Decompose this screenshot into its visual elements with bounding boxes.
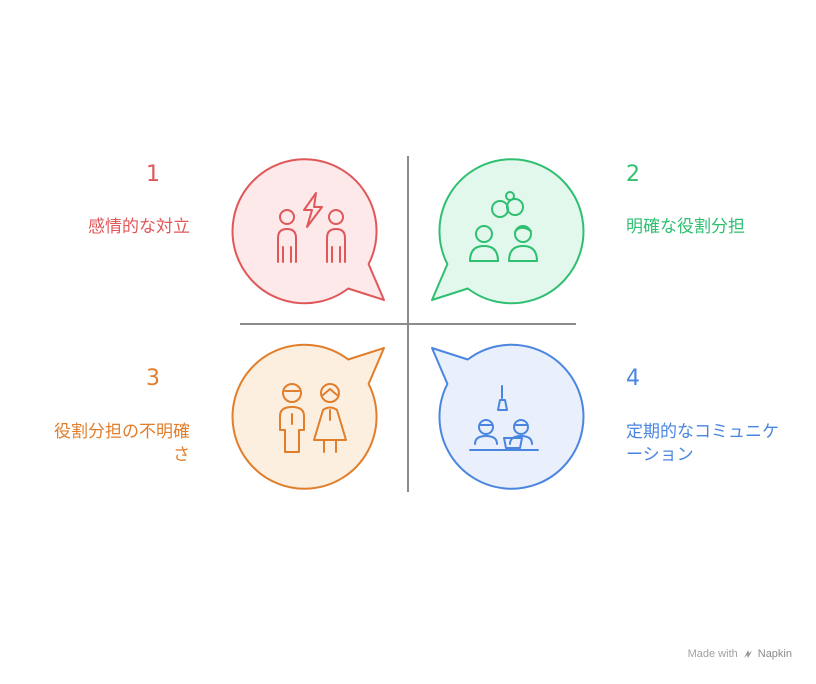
two-people-gears-icon (469, 191, 538, 262)
quadrant-1-label: 感情的な対立 (88, 217, 190, 237)
quadrant-4-label: 定期的なコミュニケーション (626, 422, 779, 465)
napkin-logo-icon (743, 650, 752, 658)
made-with-napkin-footer: Made with Napkin (688, 648, 792, 660)
napkin-brand-text: Napkin (757, 648, 792, 660)
two-people-confused-icon (279, 383, 347, 453)
quadrant-4-number: 4 (626, 366, 640, 391)
quadrant-2-label: 明確な役割分担 (626, 217, 745, 237)
speech-bubble-4 (431, 343, 585, 490)
meeting-laptop-icon (469, 385, 539, 451)
quadrant-3-label: 役割分担の不明確さ (54, 422, 190, 465)
speech-bubble-3 (231, 343, 385, 490)
quadrant-3-number: 3 (146, 366, 160, 391)
two-people-conflict-lightning-icon (277, 192, 346, 263)
quadrant-1-number: 1 (146, 162, 160, 187)
made-with-text: Made with (687, 648, 738, 660)
speech-bubble-2 (431, 158, 585, 305)
quadrant-2-number: 2 (626, 162, 640, 187)
speech-bubble-1 (231, 158, 385, 305)
